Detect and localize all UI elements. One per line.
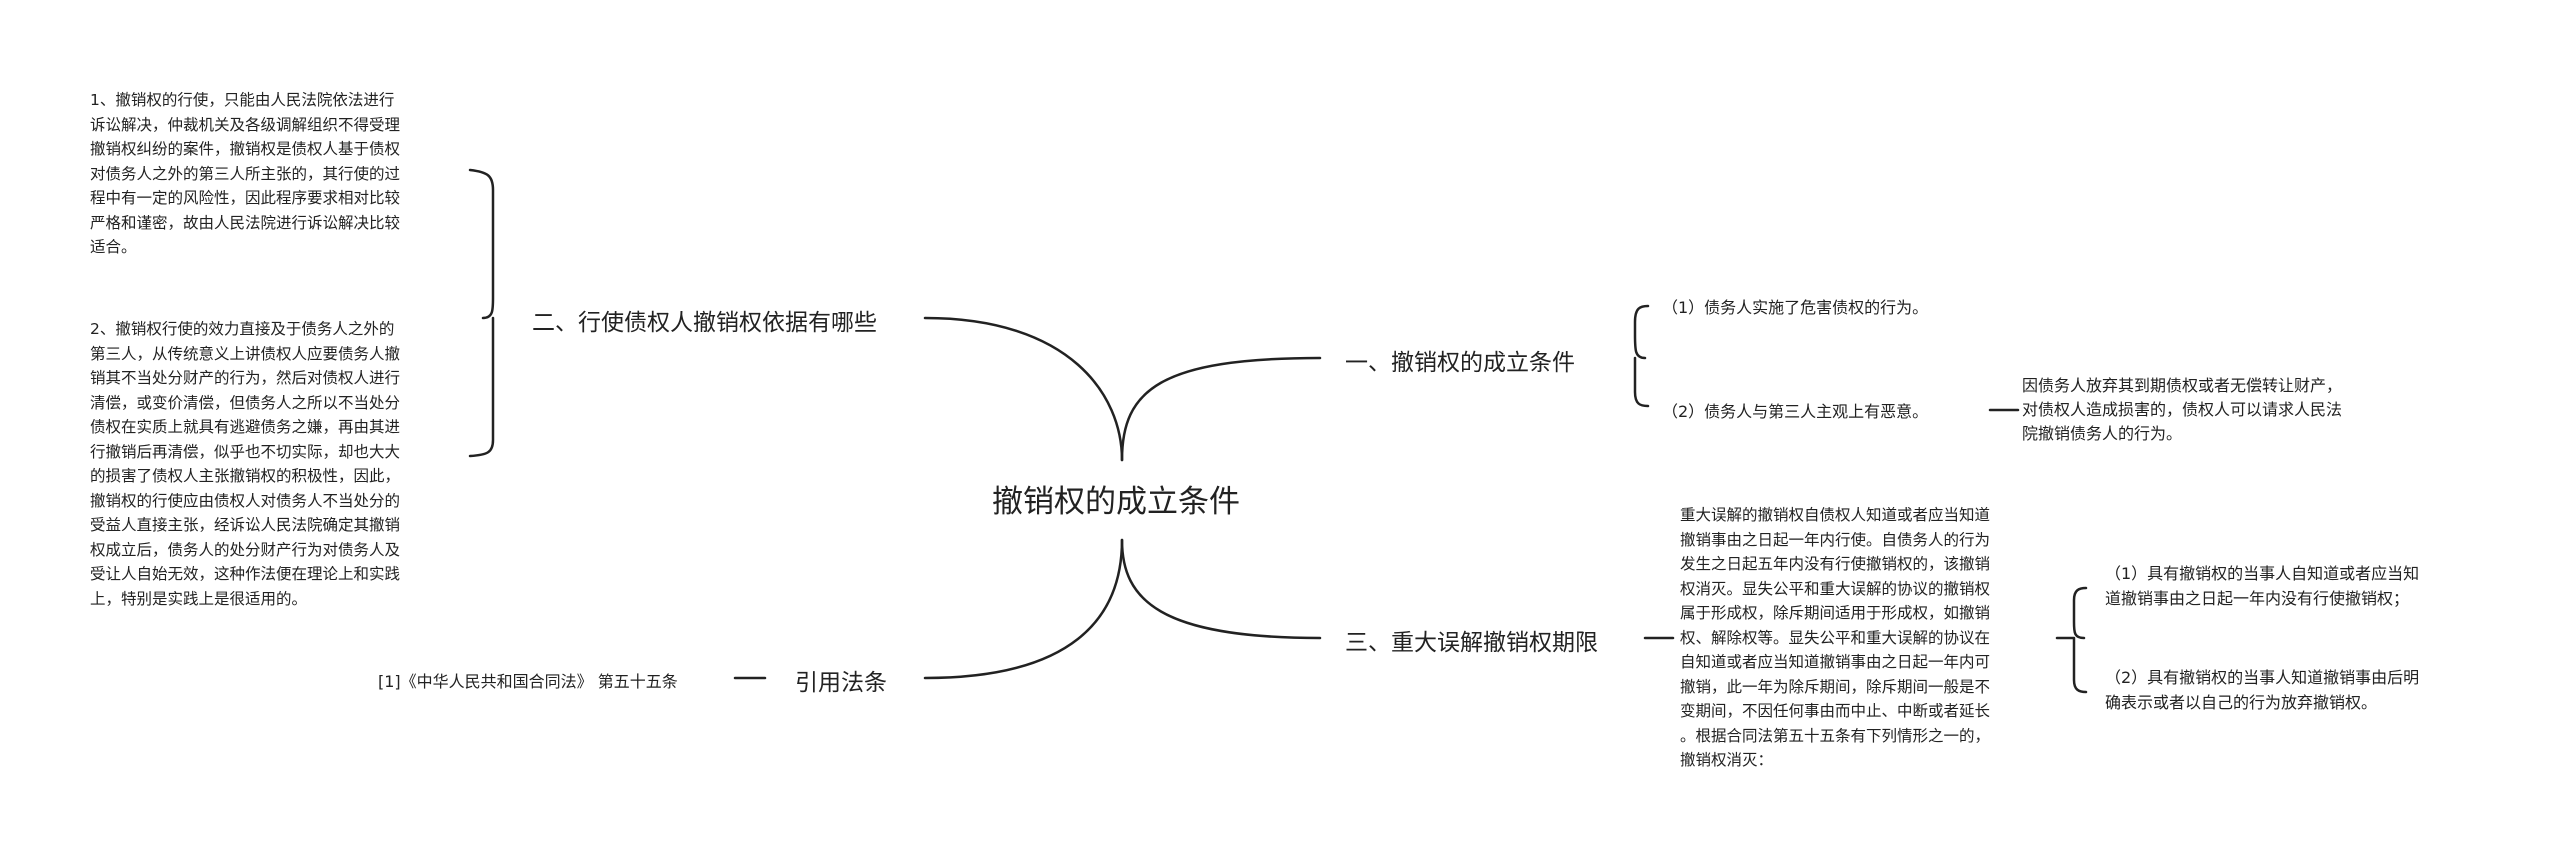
b3-detail: 重大误解的撤销权自债权人知道或者应当知道 撤销事由之日起一年内行使。自债务人的行… (1680, 506, 1991, 769)
connector-b2-bracket (468, 168, 495, 458)
branch-cited-law: 引用法条 (795, 670, 887, 696)
branch-formation-conditions: 一、撤销权的成立条件 (1345, 350, 1575, 376)
b3-item-waiver: （2）具有撤销权的当事人知道撤销事由后明 确表示或者以自己的行为放弃撤销权。 (2105, 668, 2420, 712)
connector-root-b1 (1120, 356, 1322, 462)
connector-b3-bracket (2055, 586, 2088, 694)
branch-misunderstanding-period: 三、重大误解撤销权期限 (1345, 630, 1598, 656)
b3-item-one-year: （1）具有撤销权的当事人自知道或者应当知 道撤销事由之日起一年内没有行使撤销权； (2105, 564, 2420, 608)
b2-paragraph-2: 2、撤销权行使的效力直接及于债务人之外的 第三人，从传统意义上讲债权人应要债务人… (90, 320, 401, 608)
root-node: 撤销权的成立条件 (992, 484, 1240, 520)
connector-root-b3 (1120, 538, 1322, 640)
b1-item-malice: （2）债务人与第三人主观上有恶意。 (1662, 402, 1929, 421)
b1-item-malice-detail: 因债务人放弃其到期债权或者无偿转让财产， 对债权人造成损害的，债权人可以请求人民… (2022, 376, 2343, 443)
connector-b1-bracket (1633, 304, 1650, 408)
b1-item-harmful-act: （1）债务人实施了危害债权的行为。 (1662, 298, 1929, 317)
b4-citation-contract-law: [1]《中华人民共和国合同法》 第五十五条 (378, 672, 678, 691)
connector-root-b2 (923, 316, 1124, 462)
connector-root-b4 (923, 538, 1124, 680)
branch-exercise-basis: 二、行使债权人撤销权依据有哪些 (532, 310, 877, 336)
b2-paragraph-1: 1、撤销权的行使，只能由人民法院依法进行 诉讼解决，仲裁机关及各级调解组织不得受… (90, 91, 401, 256)
